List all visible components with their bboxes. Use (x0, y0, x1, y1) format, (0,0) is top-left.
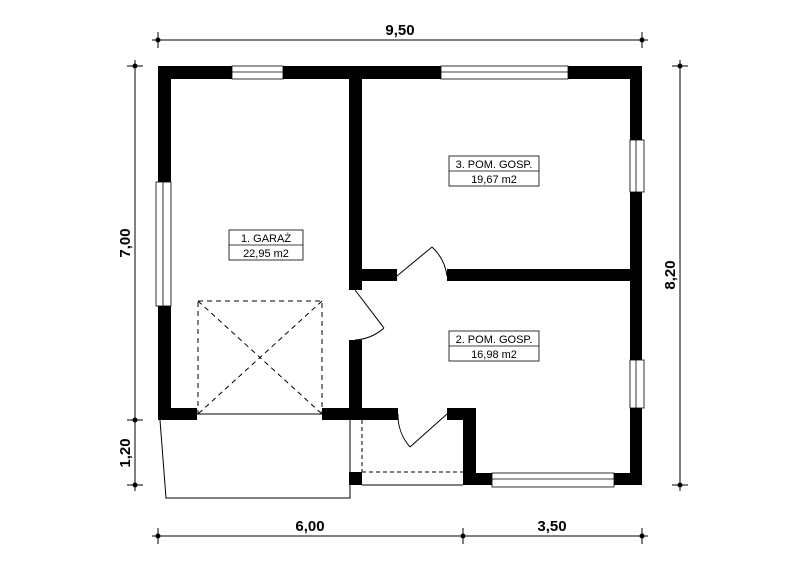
dimension-end-dots (132, 37, 683, 539)
room-label-utility-3: 3. POM. GOSP. 19,67 m2 (448, 155, 540, 187)
dimension-bottom-right: 3,50 (537, 518, 566, 535)
window-left (155, 181, 172, 307)
window-bottom (491, 472, 615, 488)
walls (158, 66, 642, 485)
dimension-right-height: 8,20 (662, 260, 679, 289)
door-entrance (397, 413, 448, 448)
dimension-lines (127, 32, 688, 544)
window-top-left (231, 65, 284, 80)
porch-outline (159, 419, 463, 499)
room-area: 16,98 m2 (471, 349, 517, 361)
door-garage (354, 289, 385, 341)
room-label-garage: 1. GARAŻ 22,95 m2 (228, 229, 304, 261)
dimension-left-lower: 1,20 (117, 438, 134, 467)
room-label-utility-2: 2. POM. GOSP. 16,98 m2 (448, 330, 540, 362)
garage-pit (197, 300, 323, 415)
window-right-upper (629, 139, 645, 193)
dimension-top-width: 9,50 (385, 22, 414, 39)
dimension-left-upper: 7,00 (117, 228, 134, 257)
room-area: 19,67 m2 (471, 174, 517, 186)
door-room-3 (396, 246, 448, 277)
window-top-right (440, 65, 569, 80)
doors (354, 246, 448, 448)
room-name: 3. POM. GOSP. (456, 159, 533, 171)
window-right-lower (629, 359, 645, 409)
room-name: 2. POM. GOSP. (456, 334, 533, 346)
room-name: 1. GARAŻ (241, 232, 291, 245)
dimension-bottom-left: 6,00 (295, 518, 324, 535)
windows (155, 65, 645, 488)
room-area: 22,95 m2 (243, 248, 289, 260)
